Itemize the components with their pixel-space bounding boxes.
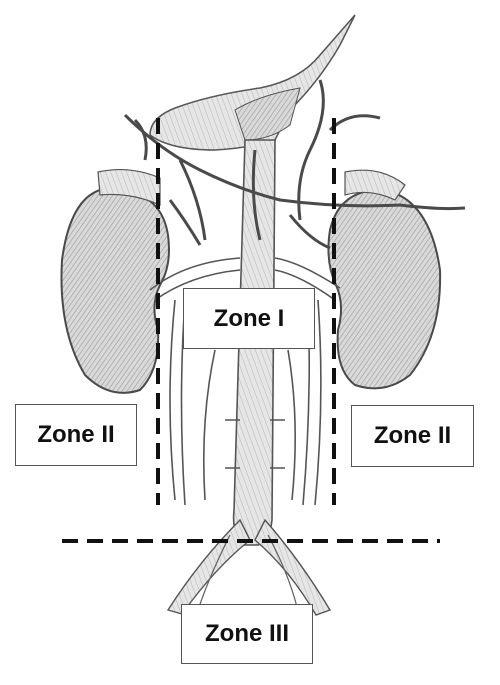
iliac-vessels (166, 518, 332, 621)
left-kidney (60, 168, 170, 394)
zone-ii-right-label: Zone II (351, 405, 474, 467)
zone-boundaries (62, 118, 440, 543)
zone-ii-left-label: Zone II (15, 404, 137, 466)
right-kidney (327, 169, 442, 390)
zone-i-label: Zone I (183, 288, 315, 349)
liver-sketch (149, 14, 356, 151)
zone-iii-label: Zone III (181, 604, 313, 664)
